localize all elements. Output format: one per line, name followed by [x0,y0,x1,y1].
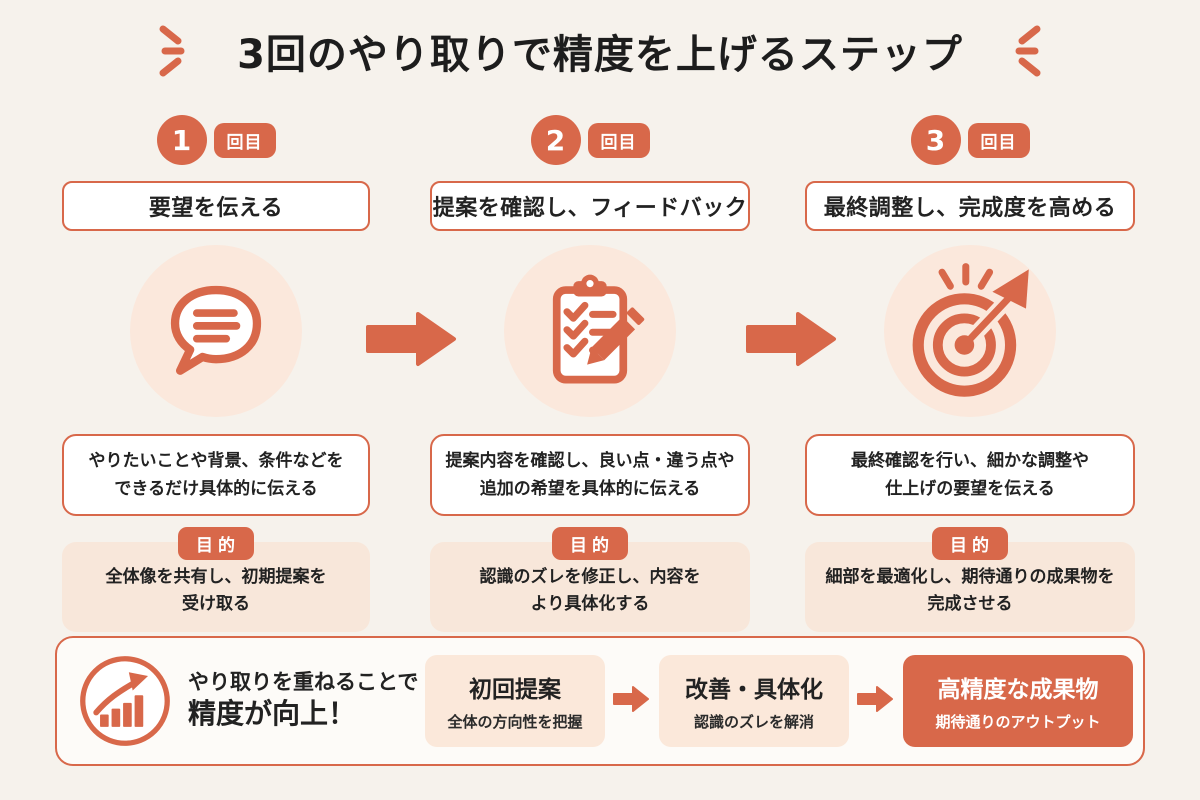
step-column-1: 1 回目 要望を伝える やりたいことや背景、条件などを できるだけ具体的に伝える [62,115,370,633]
clipboard-check-icon [504,245,676,417]
stage-title: 高精度な成果物 [937,677,1099,703]
growth-chart-icon [77,653,173,749]
description-line: できるだけ具体的に伝える [114,479,318,500]
step-heading: 要望を伝える [62,181,370,231]
step-number-badge: 1 [156,115,207,165]
step-1-badge: 1 回目 [156,115,276,165]
arrow-right-icon [746,310,838,372]
purpose-line: 完成させる [927,594,1013,615]
target-icon [884,245,1056,417]
summary-lead: やり取りを重ねることで 精度が向上！ [188,669,423,733]
purpose-line: 認識のズレを修正し、内容を [479,567,701,588]
description-line: 仕上げの要望を伝える [885,479,1055,500]
stage-subtitle: 期待通りのアウトプット [935,713,1101,731]
stage-box-improvement: 改善・具体化 認識のズレを解消 [659,655,849,747]
stage-box-final-output: 高精度な成果物 期待通りのアウトプット [903,655,1133,747]
stage-subtitle: 全体の方向性を把握 [447,713,583,731]
summary-panel: やり取りを重ねることで 精度が向上！ 初回提案 全体の方向性を把握 改善・具体化… [55,636,1145,766]
description-line: 追加の希望を具体的に伝える [479,479,701,500]
emphasis-marks-right-icon [1003,22,1047,80]
page-title: 3回のやり取りで精度を上げるステップ [237,32,963,78]
step-description: やりたいことや背景、条件などを できるだけ具体的に伝える [62,434,370,517]
speech-bubble-icon [130,245,302,417]
step-count-label: 回目 [587,122,650,158]
step-heading: 提案を確認し、フィードバック [430,181,750,231]
purpose-badge: 目的 [178,527,254,561]
stage-subtitle: 認識のズレを解消 [693,713,814,731]
summary-lead-line1: やり取りを重ねることで [188,670,419,695]
step-number-badge: 2 [530,115,581,165]
step-column-3: 3 回目 最終調整し、完成度を高める [805,115,1135,633]
arrow-right-icon [613,684,651,718]
steps-row: 1 回目 要望を伝える やりたいことや背景、条件などを できるだけ具体的に伝える [0,115,1200,633]
purpose-line: 全体像を共有し、初期提案を [105,567,327,588]
arrow-right-icon [366,310,458,372]
purpose-line: より具体化する [530,594,650,615]
purpose-badge: 目的 [552,527,628,561]
description-line: やりたいことや背景、条件などを [88,451,344,471]
step-2-badge: 2 回目 [530,115,650,165]
purpose-section: 目的 認識のズレを修正し、内容を より具体化する [430,527,750,633]
stage-box-initial-proposal: 初回提案 全体の方向性を把握 [425,655,605,747]
emphasis-marks-left-icon [153,22,197,80]
step-description: 提案内容を確認し、良い点・違う点や 追加の希望を具体的に伝える [430,434,750,517]
purpose-section: 目的 細部を最適化し、期待通りの成果物を 完成させる [805,527,1135,633]
step-heading: 最終調整し、完成度を高める [805,181,1135,231]
purpose-line: 受け取る [182,594,250,615]
description-line: 最終確認を行い、細かな調整や [851,451,1089,471]
description-line: 提案内容を確認し、良い点・違う点や [445,451,735,471]
step-count-label: 回目 [213,122,276,158]
summary-lead-line2: 精度が向上！ [188,697,357,731]
step-description: 最終確認を行い、細かな調整や 仕上げの要望を伝える [805,434,1135,517]
step-count-label: 回目 [967,122,1030,158]
title-row: 3回のやり取りで精度を上げるステップ [0,22,1200,80]
step-number-badge: 3 [910,115,961,165]
arrow-right-icon [857,684,895,718]
purpose-badge: 目的 [932,527,1008,561]
purpose-line: 細部を最適化し、期待通りの成果物を [825,567,1115,588]
step-column-2: 2 回目 提案を確認し、フィードバック [430,115,750,633]
step-3-badge: 3 回目 [910,115,1030,165]
purpose-section: 目的 全体像を共有し、初期提案を 受け取る [62,527,370,633]
stage-title: 初回提案 [469,677,561,703]
stage-title: 改善・具体化 [685,677,823,703]
